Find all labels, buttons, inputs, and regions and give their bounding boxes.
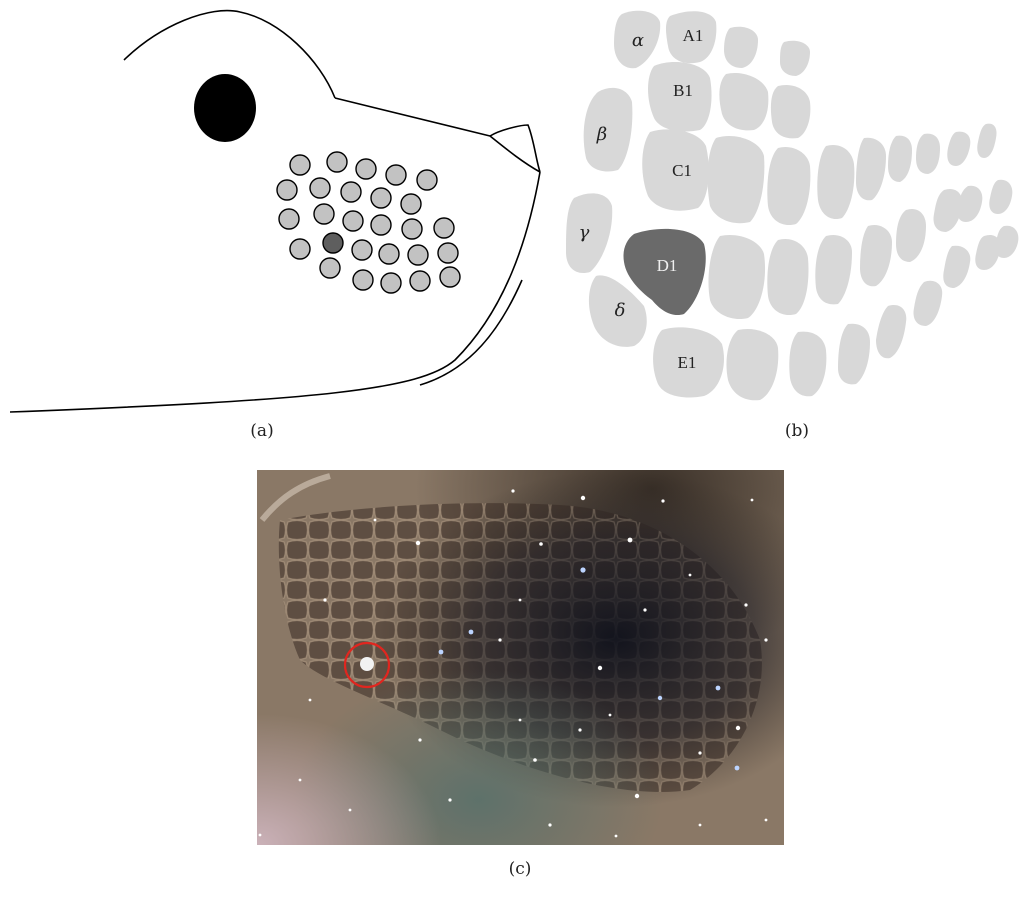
whisker <box>371 188 391 208</box>
panel-c-label: (c) <box>509 859 532 879</box>
snout-outline-icon <box>10 11 540 412</box>
whisker <box>343 211 363 231</box>
whisker <box>379 244 399 264</box>
panel-a-label: (a) <box>250 421 273 441</box>
whisker <box>277 180 297 200</box>
whisker <box>290 239 310 259</box>
straddler-beta <box>584 88 633 172</box>
whisker <box>327 152 347 172</box>
barrel-field <box>566 11 1018 401</box>
straddler-label-delta: δ <box>615 300 626 321</box>
whisker <box>356 159 376 179</box>
eye-icon <box>194 74 256 142</box>
whisker <box>438 243 458 263</box>
whisker <box>371 215 391 235</box>
whisker <box>417 170 437 190</box>
whisker <box>402 219 422 239</box>
whisker <box>279 209 299 229</box>
panel-b-label: (b) <box>785 421 809 441</box>
whisker <box>440 267 460 287</box>
panel-a: (a) <box>10 11 540 441</box>
whisker <box>352 240 372 260</box>
whisker-pad <box>277 152 460 293</box>
cortex-photo <box>257 470 784 845</box>
panel-b: α β γ δ A1 B1 C1 D1 E1 (b) <box>566 11 1018 441</box>
whisker <box>386 165 406 185</box>
whisker <box>434 218 454 238</box>
whisker <box>320 258 340 278</box>
barrel-label-b1: B1 <box>673 81 693 100</box>
whisker <box>314 204 334 224</box>
panel-c: (c) <box>257 470 784 879</box>
barrel-label-c1: C1 <box>672 161 692 180</box>
highlight-whisker <box>323 233 343 253</box>
barrel-label-a1: A1 <box>683 26 704 45</box>
barrel-label-d1: D1 <box>657 256 678 275</box>
whisker <box>408 245 428 265</box>
straddler-label-gamma: γ <box>579 222 590 243</box>
whisker <box>410 271 430 291</box>
stimulated-barrel-spot <box>360 657 374 671</box>
whisker <box>341 182 361 202</box>
whisker <box>381 273 401 293</box>
whisker <box>290 155 310 175</box>
straddler-label-beta: β <box>596 124 607 145</box>
straddler-label-alpha: α <box>632 30 644 51</box>
whisker <box>353 270 373 290</box>
whisker <box>310 178 330 198</box>
whisker <box>401 194 421 214</box>
barrel-label-e1: E1 <box>678 353 697 372</box>
